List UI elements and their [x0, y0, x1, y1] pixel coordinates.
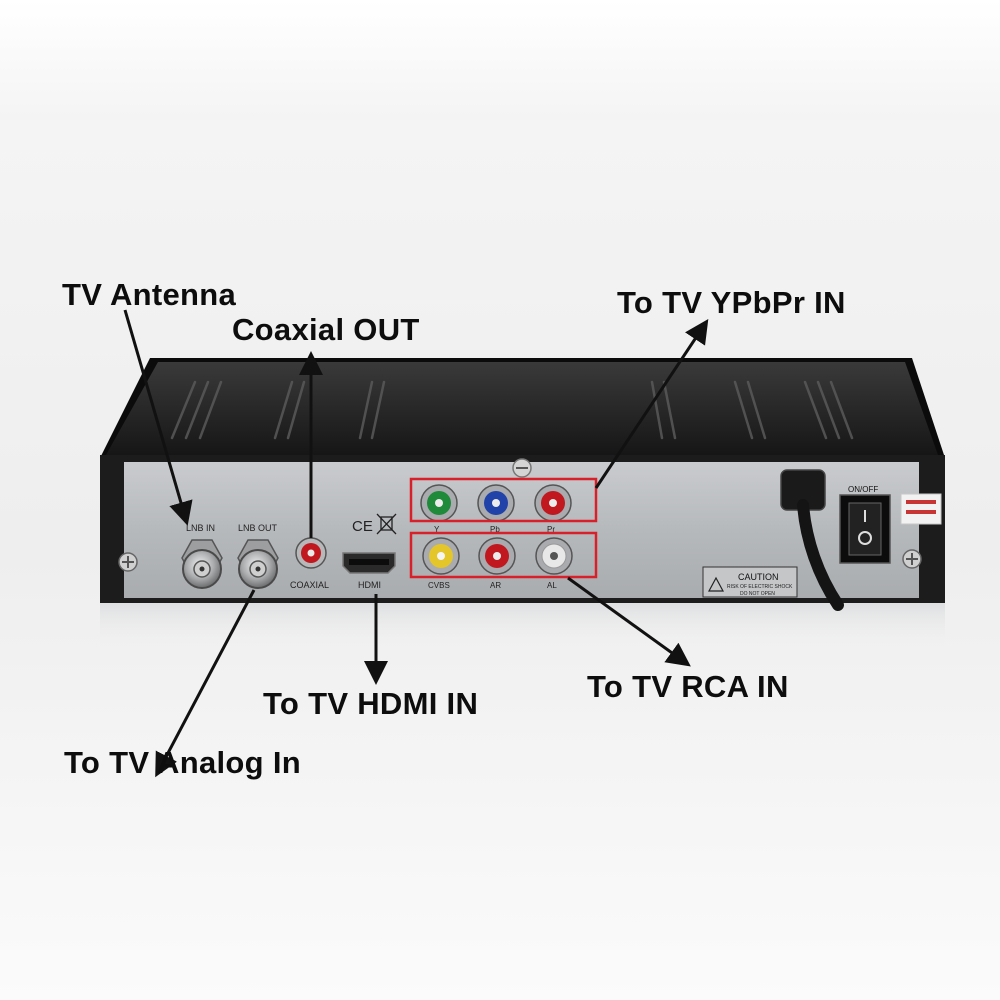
jack-y [420, 484, 458, 522]
callout-tv-antenna: TV Antenna [62, 277, 237, 312]
warranty-sticker [900, 493, 942, 525]
callout-hdmi-in: To TV HDMI IN [263, 686, 479, 721]
jack-pb [477, 484, 515, 522]
callout-coaxial-out: Coaxial OUT [232, 312, 420, 347]
hdmi-port [342, 552, 396, 574]
label-coaxial: COAXIAL [290, 580, 329, 590]
label-al: AL [547, 581, 557, 590]
callout-rca-in: To TV RCA IN [587, 669, 789, 704]
lnb-out-f-connector [237, 539, 279, 589]
box-top [106, 362, 938, 455]
arrow-analog-in [155, 589, 256, 778]
jack-al [535, 537, 573, 575]
arrow-rca-in [567, 576, 691, 667]
box-reflection [100, 603, 945, 648]
arrow-ypbpr-in [594, 319, 709, 489]
power-cord [780, 469, 844, 611]
jack-cvbs [422, 537, 460, 575]
power-switch: ON/OFF [839, 485, 891, 564]
rca-highlight-box [409, 531, 598, 579]
label-pb: Pb [490, 525, 500, 534]
label-y: Y [434, 525, 440, 534]
label-lnb-in: LNB IN [186, 523, 215, 533]
jack-pr [534, 484, 572, 522]
caution-subtitle-1: RISK OF ELECTRIC SHOCK [727, 584, 793, 590]
screw-right [902, 549, 922, 569]
label-ar: AR [490, 581, 501, 590]
caution-subtitle-2: DO NOT OPEN [740, 591, 775, 597]
screw-left [118, 552, 138, 572]
callout-analog-in: To TV Analog In [64, 745, 301, 780]
ce-mark: CE [352, 518, 373, 535]
callout-arrows [123, 309, 709, 778]
caution-title: CAUTION [738, 572, 779, 582]
label-on-off: ON/OFF [848, 485, 878, 494]
set-top-box: LNB IN LNB OUT COAXIAL CE [100, 358, 945, 648]
screw-top [512, 458, 532, 478]
coaxial-jack [295, 537, 327, 569]
caution-label: CAUTION RISK OF ELECTRIC SHOCK DO NOT OP… [702, 566, 798, 598]
arrow-tv-antenna [123, 309, 193, 526]
label-cvbs: CVBS [428, 581, 450, 590]
ypbpr-highlight-box [409, 477, 598, 523]
weee-bin-icon [376, 513, 397, 535]
lnb-in-f-connector [181, 539, 223, 589]
callout-ypbpr-in: To TV YPbPr IN [617, 285, 846, 320]
label-lnb-out: LNB OUT [238, 523, 278, 533]
jack-ar [478, 537, 516, 575]
label-pr: Pr [547, 525, 555, 534]
label-hdmi: HDMI [358, 580, 381, 590]
vent-slots [170, 380, 854, 440]
